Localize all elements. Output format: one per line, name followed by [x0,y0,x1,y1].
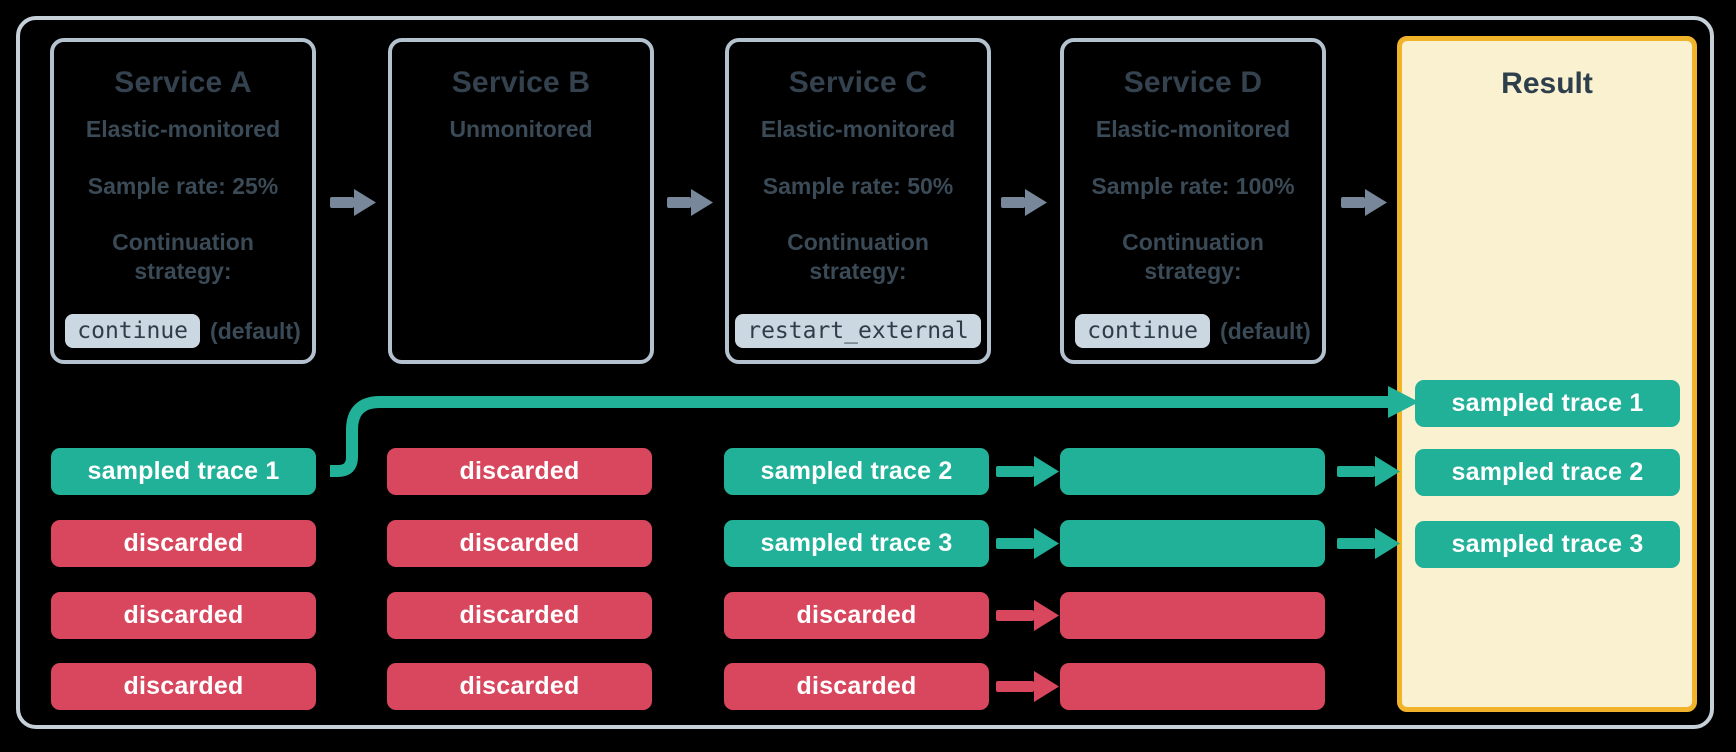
trace-chip-a2-discarded: discarded [51,520,316,567]
service-a-strategy-note: (default) [210,317,301,344]
service-d-sample-rate: Sample rate: 100% [1091,173,1295,199]
diagram-outer-frame [16,16,1714,729]
service-d-strategy-row: continue (default) [1064,314,1322,348]
trace-chip-b1-discarded: discarded [387,448,652,495]
service-c-title: Service C [788,66,928,99]
service-c-monitoring: Elastic-monitored [760,116,956,142]
service-box-d: Service D Elastic-monitored Sample rate:… [1060,38,1326,364]
service-c-sample-rate: Sample rate: 50% [762,173,954,199]
trace-chip-c2-sampled: sampled trace 3 [724,520,989,567]
trace-bar-d4-discarded [1060,663,1325,710]
service-box-c: Service C Elastic-monitored Sample rate:… [725,38,991,364]
service-a-monitoring: Elastic-monitored [85,116,281,142]
service-c-strategy-badge: restart_external [735,314,981,348]
trace-chip-c3-discarded: discarded [724,592,989,639]
service-c-strategy-row: restart_external [729,314,987,348]
service-box-a: Service A Elastic-monitored Sample rate:… [50,38,316,364]
result-chip-trace2: sampled trace 2 [1415,449,1680,496]
service-d-strategy-badge: continue [1075,314,1211,348]
service-box-b: Service B Unmonitored [388,38,654,364]
service-d-title: Service D [1123,66,1263,99]
service-d-strategy-note: (default) [1220,317,1311,344]
result-box: Result [1397,36,1697,712]
service-a-strategy-row: continue (default) [54,314,312,348]
trace-bar-d2-sampled [1060,520,1325,567]
result-title: Result [1501,67,1593,100]
service-d-monitoring: Elastic-monitored [1095,116,1291,142]
trace-chip-a3-discarded: discarded [51,592,316,639]
trace-bar-d3-discarded [1060,592,1325,639]
service-c-strategy-label: Continuation strategy: [787,229,929,284]
service-a-strategy-badge: continue [65,314,201,348]
trace-chip-a1-sampled: sampled trace 1 [51,448,316,495]
service-a-sample-rate: Sample rate: 25% [87,173,279,199]
trace-chip-c4-discarded: discarded [724,663,989,710]
service-a-title: Service A [114,66,252,99]
trace-bar-d1-sampled [1060,448,1325,495]
service-d-strategy-label: Continuation strategy: [1122,229,1264,284]
result-chip-trace1: sampled trace 1 [1415,380,1680,427]
trace-chip-a4-discarded: discarded [51,663,316,710]
service-b-monitoring: Unmonitored [449,116,593,142]
trace-chip-b3-discarded: discarded [387,592,652,639]
service-b-title: Service B [451,66,591,99]
result-chip-trace3: sampled trace 3 [1415,521,1680,568]
service-a-strategy-label: Continuation strategy: [112,229,254,284]
trace-chip-b4-discarded: discarded [387,663,652,710]
trace-chip-b2-discarded: discarded [387,520,652,567]
trace-chip-c1-sampled: sampled trace 2 [724,448,989,495]
